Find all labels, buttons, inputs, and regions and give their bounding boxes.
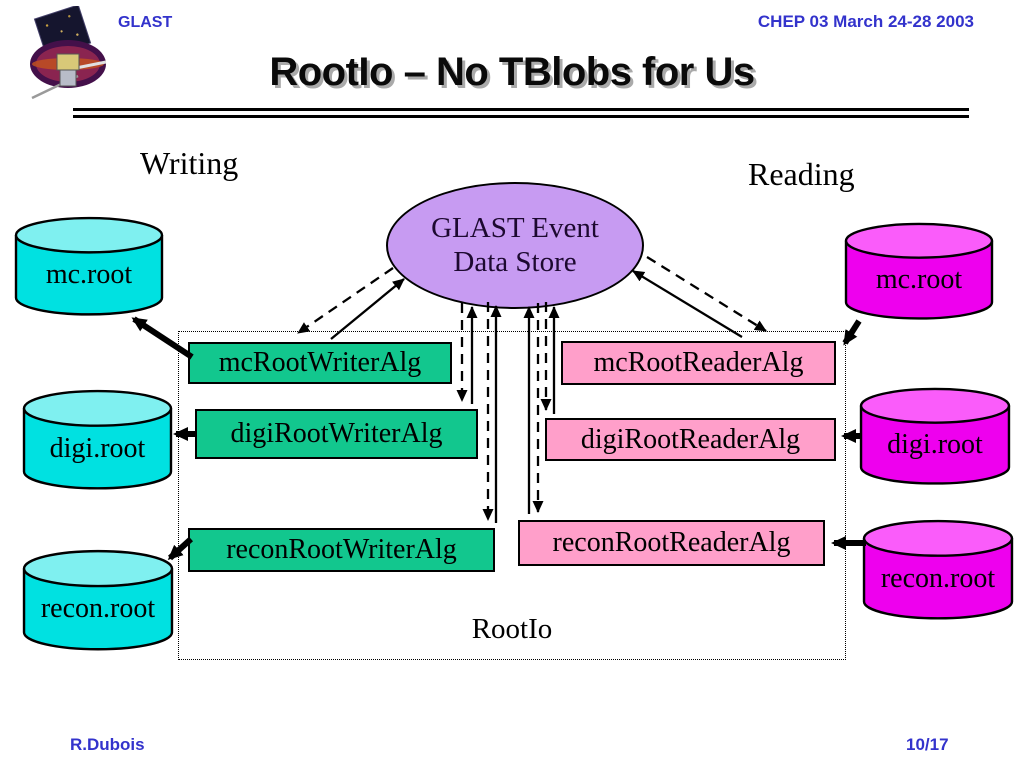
conference-label: CHEP 03 March 24-28 2003 xyxy=(757,12,974,31)
write-file-digi-root: digi.root xyxy=(22,388,173,494)
read-file-digi-root: digi.root xyxy=(859,386,1011,489)
glast-label: GLAST xyxy=(118,14,173,31)
mc-root-writer-alg-box: mcRootWriterAlg xyxy=(188,342,452,384)
arrow-mcroot-to-mcreader-thick xyxy=(842,319,862,346)
arrow-store-to-mcwriter-dashed xyxy=(297,267,394,334)
glast-event-data-store: GLAST Event Data Store xyxy=(386,182,644,309)
data-store-line1: GLAST Event xyxy=(431,212,599,245)
title-divider xyxy=(73,108,969,118)
write-file-mc-root: mc.root xyxy=(14,215,164,320)
author-label: R.Dubois xyxy=(70,735,145,754)
read-file-label: recon.root xyxy=(880,562,996,594)
reading-label: Reading xyxy=(748,156,855,192)
page-title: RootIo – No TBlobs for Us xyxy=(269,50,755,94)
data-store-line2: Data Store xyxy=(453,245,577,278)
mc-root-reader-alg-box: mcRootReaderAlg xyxy=(561,341,836,385)
read-file-label: digi.root xyxy=(887,429,983,461)
digi-root-writer-alg-box: digiRootWriterAlg xyxy=(195,409,478,459)
arrow-mcreader-to-store-solid xyxy=(632,270,743,338)
rootio-container xyxy=(178,331,846,660)
writing-label: Writing xyxy=(140,145,239,181)
arrow-store-to-mcreader-dashed xyxy=(646,256,767,332)
write-file-recon-root: recon.root xyxy=(22,548,174,655)
arrow-mcwriter-to-store-solid xyxy=(330,278,405,340)
glast-logo-icon xyxy=(30,6,107,100)
read-file-mc-root: mc.root xyxy=(844,221,994,324)
rootio-label: RootIo xyxy=(471,613,553,645)
page-number: 10/17 xyxy=(906,735,949,754)
read-file-label: mc.root xyxy=(875,264,963,296)
digi-root-reader-alg-box: digiRootReaderAlg xyxy=(545,418,836,461)
recon-root-writer-alg-box: reconRootWriterAlg xyxy=(188,528,495,572)
recon-root-reader-alg-box: reconRootReaderAlg xyxy=(518,520,825,566)
write-file-label: mc.root xyxy=(45,259,133,291)
write-file-label: digi.root xyxy=(49,432,146,464)
read-file-recon-root: recon.root xyxy=(862,518,1014,624)
write-file-label: recon.root xyxy=(40,592,156,624)
